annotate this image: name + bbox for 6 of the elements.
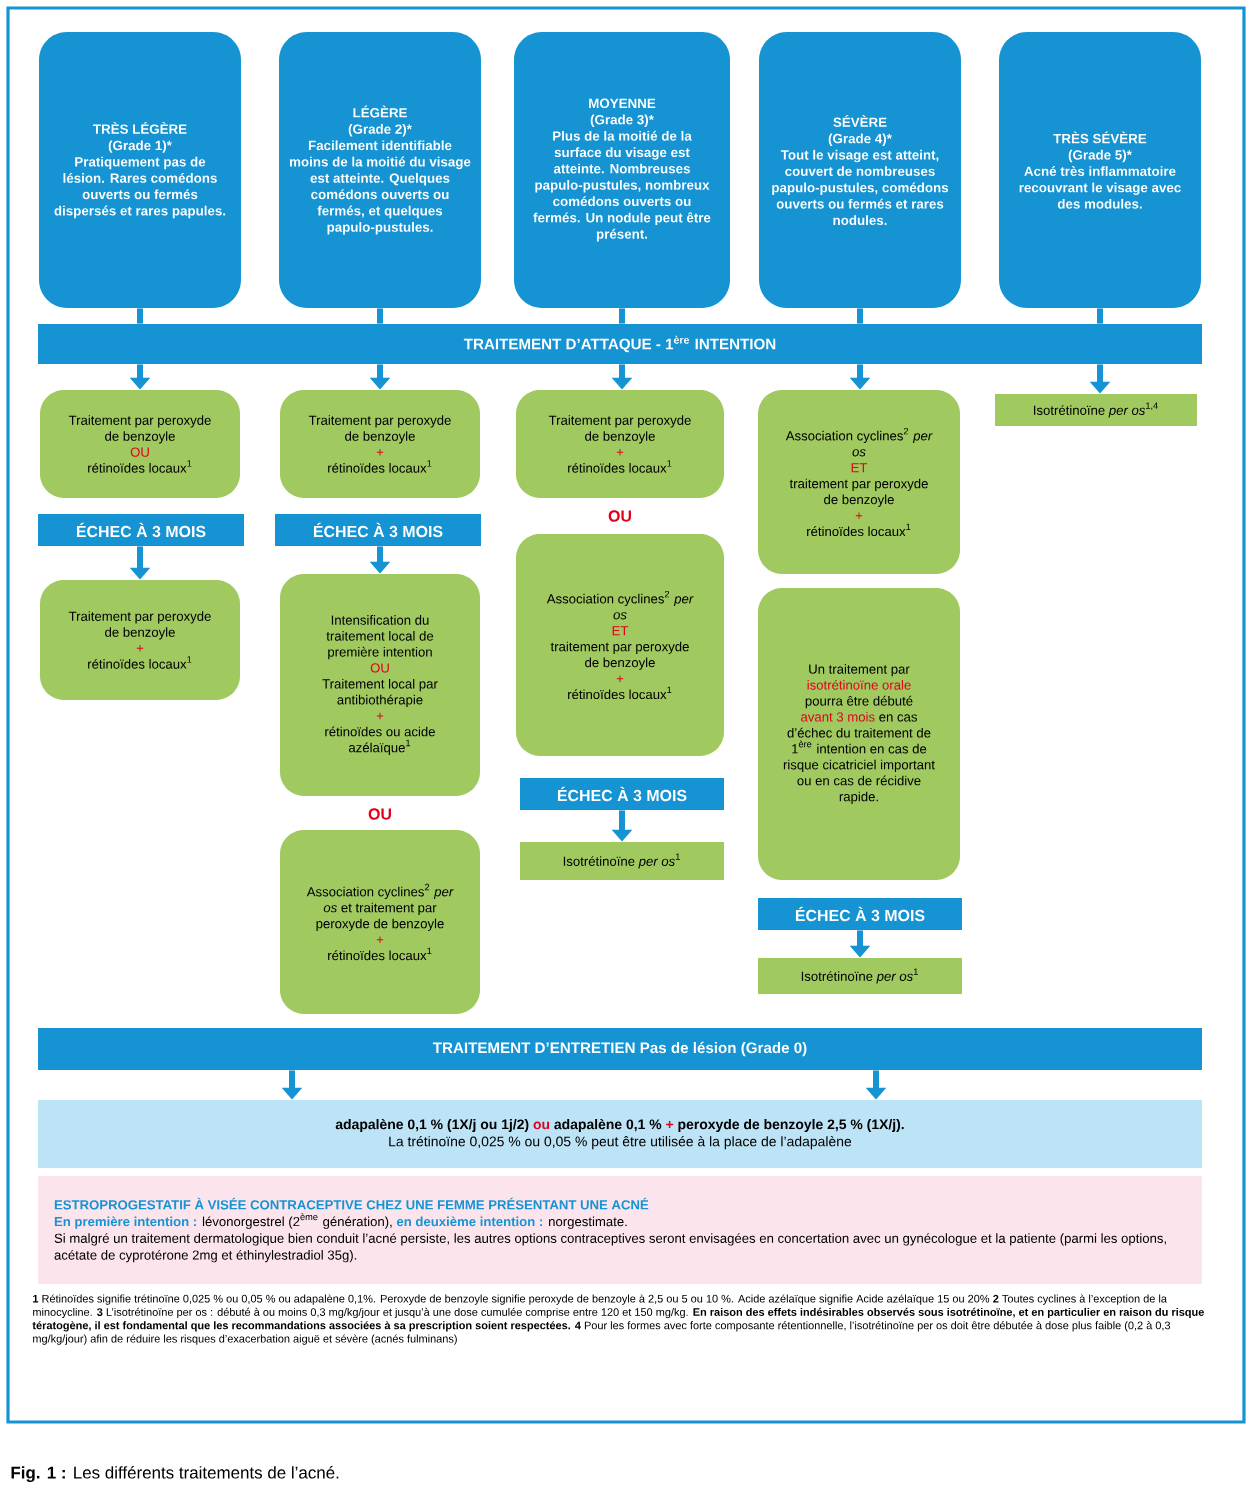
connector-line — [137, 308, 143, 324]
connector-line — [1097, 308, 1103, 324]
connector-line — [857, 308, 863, 324]
figure-caption: Fig. 1 : Les différents traitements de l’acné. — [11, 1465, 339, 1483]
connector-line — [619, 308, 625, 324]
connector-line — [377, 308, 383, 324]
